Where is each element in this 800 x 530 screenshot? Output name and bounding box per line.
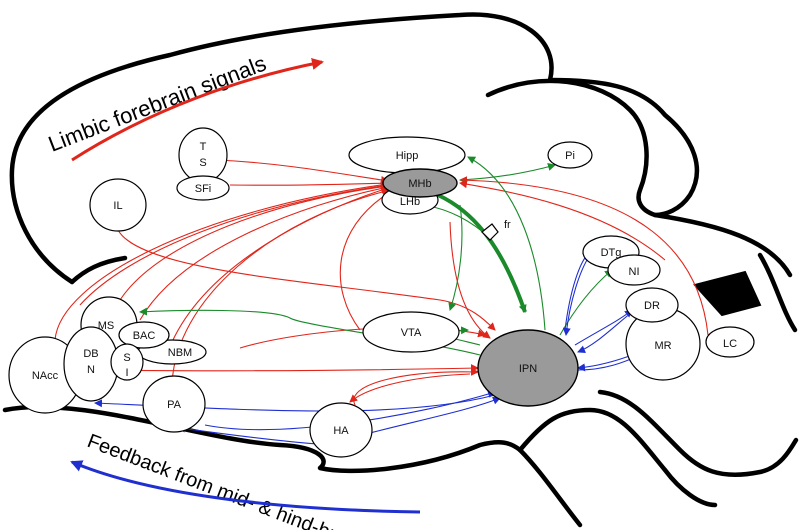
red-arrow-ms-mhb [119, 182, 389, 301]
svg-text:Hipp: Hipp [396, 150, 419, 162]
red-arrow-bac-mhb [139, 184, 389, 321]
svg-text:VTA: VTA [401, 327, 422, 339]
svg-text:PA: PA [167, 399, 182, 411]
node-db: DB N [63, 326, 119, 402]
svg-text:NAcc: NAcc [32, 370, 59, 382]
svg-text:NI: NI [629, 266, 640, 278]
svg-text:S: S [123, 352, 130, 364]
node-ni: NI [607, 254, 661, 286]
svg-text:HA: HA [333, 425, 349, 437]
svg-text:MR: MR [654, 340, 671, 352]
svg-text:MS: MS [98, 320, 115, 332]
blue-arrow-ipn-dr [574, 309, 633, 346]
svg-text:IPN: IPN [519, 363, 537, 375]
svg-text:Pi: Pi [565, 150, 575, 162]
svg-text:DB: DB [83, 348, 98, 360]
node-fr: fr [481, 219, 511, 241]
feedback-title-arrow [70, 460, 421, 514]
svg-text:MHb: MHb [408, 178, 431, 190]
node-mr: MR [625, 307, 701, 381]
node-ha: HA [309, 402, 373, 458]
svg-text:LHb: LHb [400, 196, 420, 208]
node-si: S I [110, 343, 144, 381]
red-arrow-nacc-mhb [54, 180, 389, 341]
svg-text:T: T [200, 141, 207, 153]
red-arrow-il-ipn [117, 229, 496, 331]
red-arrow-lc-mhb [459, 176, 709, 336]
node-pa: PA [142, 375, 206, 433]
red-arrow-dtg-mhb [459, 180, 666, 261]
svg-text:I: I [125, 367, 128, 379]
node-dr: DR [625, 287, 679, 323]
red-arrow-hipp-ipn [449, 221, 491, 339]
forebrain-title-text: Limbic forebrain signals [45, 51, 270, 157]
red-arrow-ha-ipn [353, 367, 479, 406]
node-mhb: MHb [382, 168, 458, 198]
green-arrow-lhb-vta [448, 204, 463, 311]
node-vta: VTA [362, 311, 460, 353]
red-projections [54, 159, 709, 406]
node-pi: Pi [547, 141, 593, 169]
svg-text:IL: IL [113, 200, 122, 212]
svg-text:S: S [199, 157, 206, 169]
brain-outline [2, 12, 799, 528]
node-lc: LC [705, 326, 755, 358]
green-arrow-fr-lhb [424, 202, 491, 239]
red-arrow-sfi-mhb [229, 179, 389, 188]
svg-text:fr: fr [504, 219, 511, 231]
node-ts: T S [178, 127, 228, 183]
red-arrow-ipn-ha [349, 373, 471, 403]
ventricle-fill [693, 270, 762, 317]
svg-text:DR: DR [644, 300, 660, 312]
blue-arrow-ha-ipn [369, 396, 501, 434]
node-ipn: IPN [477, 329, 579, 407]
red-arrow-ts-mhb [217, 159, 389, 184]
feedback-title: Feedback from mid- & hind-brain [70, 430, 421, 530]
svg-text:N: N [87, 364, 95, 376]
node-hipp: Hipp [348, 136, 466, 174]
green-arrow-ipn-hipp [467, 156, 546, 331]
red-arrow-nbm-mhb [171, 186, 389, 343]
red-arrow-vta-mhb [339, 191, 391, 331]
forebrain-title-arrow [71, 58, 324, 162]
blue-arrow-dr-ipn [577, 311, 633, 354]
green-arrow-mhb-pi [459, 163, 556, 181]
red-arrow-db-ipn [99, 364, 479, 373]
svg-text:SFi: SFi [195, 183, 212, 195]
svg-text:BAC: BAC [133, 330, 156, 342]
node-sfi: SFi [176, 175, 230, 201]
svg-text:DTg: DTg [601, 247, 622, 259]
svg-text:NBM: NBM [168, 347, 192, 359]
blue-arrow-dtg-ipn [562, 254, 591, 336]
svg-text:LC: LC [723, 338, 737, 350]
node-il: IL [89, 178, 147, 232]
red-arrow-db-mhb [79, 182, 389, 306]
node-bac: BAC [118, 321, 170, 349]
